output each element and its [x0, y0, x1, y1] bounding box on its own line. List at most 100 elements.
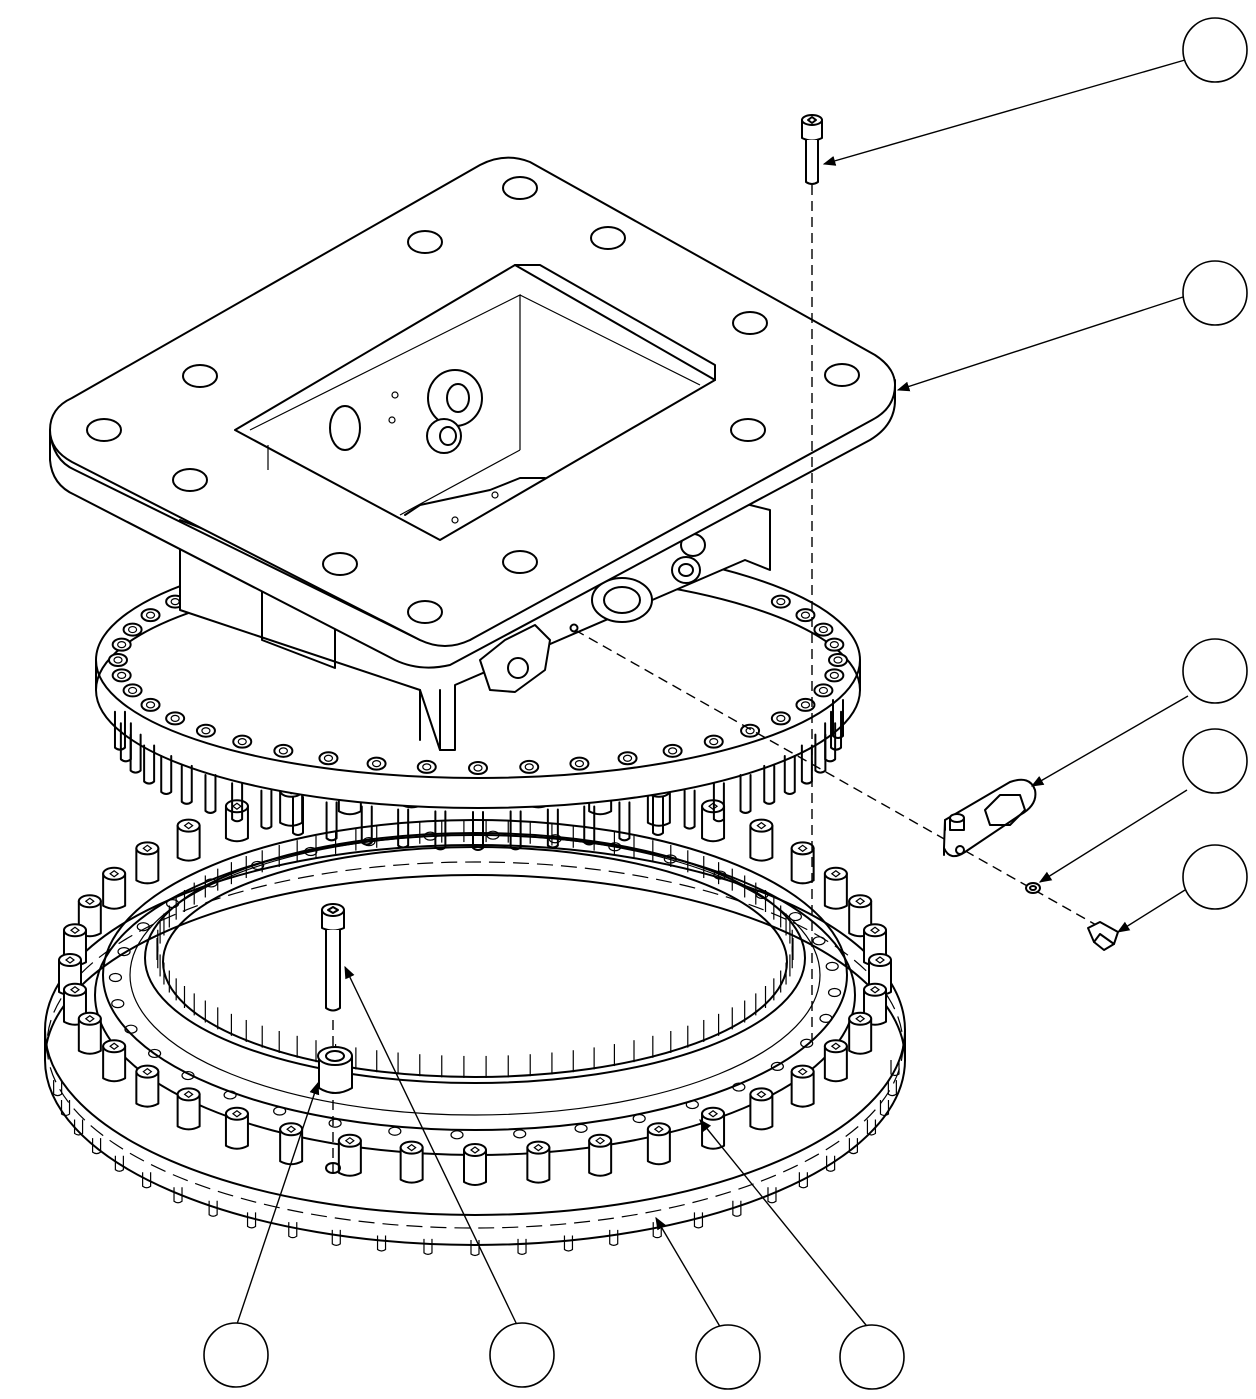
- flange-stud: [397, 808, 410, 849]
- spacer-sleeve: [317, 1046, 353, 1174]
- cap-screw: [102, 866, 127, 910]
- stud: [142, 1172, 152, 1189]
- flange-screw: [519, 759, 540, 774]
- cap-screw: [463, 1143, 487, 1186]
- race-hole: [819, 1013, 833, 1023]
- plate-hole: [407, 230, 443, 254]
- stud: [91, 1138, 102, 1155]
- cover-plate: [943, 778, 1037, 858]
- cap-screw: [848, 1011, 873, 1055]
- flange-screws: [108, 594, 848, 775]
- stud: [470, 1240, 480, 1257]
- stud: [732, 1200, 742, 1217]
- plate-bolt-holes: [86, 176, 860, 624]
- leader-line: [655, 1216, 723, 1331]
- stud: [563, 1235, 574, 1252]
- flange-screw: [813, 622, 834, 637]
- cap-screw: [176, 1087, 201, 1131]
- stud: [767, 1187, 777, 1204]
- leader-line: [1038, 789, 1188, 883]
- stud: [693, 1212, 704, 1229]
- flange-screw: [662, 743, 683, 758]
- race-hole: [812, 936, 826, 946]
- bottom-studs: [53, 1060, 900, 1257]
- plate-hole: [590, 226, 626, 250]
- race-hole: [685, 1099, 699, 1110]
- cap-screw: [279, 1122, 304, 1166]
- flange-screw: [140, 697, 161, 712]
- flange-stud: [472, 811, 484, 851]
- race-hole: [251, 860, 265, 871]
- leader-line: [344, 965, 519, 1328]
- cap-screw: [399, 1140, 424, 1184]
- balloon-1: [1182, 17, 1248, 83]
- flange-stud: [739, 773, 752, 814]
- flange-screw: [468, 761, 488, 775]
- race-hole: [800, 1038, 814, 1048]
- cap-screw: [749, 1087, 774, 1131]
- top-screw: [801, 114, 823, 185]
- flange-stud: [119, 722, 132, 763]
- flange-stud: [180, 764, 193, 805]
- flange-stud: [260, 789, 273, 830]
- stud: [208, 1200, 218, 1217]
- plate-hole: [172, 468, 208, 492]
- flange-stud: [583, 805, 596, 846]
- cap-screw: [337, 1133, 362, 1177]
- stud: [866, 1119, 877, 1136]
- race-hole: [124, 1024, 138, 1034]
- flange-stud: [292, 795, 304, 836]
- flange-stud: [814, 733, 827, 774]
- cap-screw: [102, 1039, 127, 1083]
- race-hole: [450, 1130, 464, 1140]
- stud: [60, 1100, 71, 1117]
- race-hole: [388, 1126, 402, 1136]
- flange-screw: [828, 653, 848, 667]
- stud: [331, 1229, 341, 1246]
- gearbox-housing: [49, 156, 896, 751]
- flange-screw: [770, 594, 791, 609]
- race-hole: [770, 1061, 784, 1071]
- cap-screw: [588, 1133, 613, 1177]
- race-hole: [362, 837, 376, 847]
- plate-hole: [322, 552, 358, 576]
- flange-screw: [795, 608, 816, 623]
- cap-screw: [176, 818, 201, 862]
- stud: [53, 1080, 63, 1097]
- race-hole: [513, 1129, 527, 1139]
- flange-screw: [824, 637, 845, 652]
- race-hole: [328, 1118, 342, 1128]
- cap-screw: [790, 1064, 815, 1108]
- cap-screw: [701, 1106, 726, 1150]
- race-hole: [148, 1048, 162, 1059]
- stud: [848, 1138, 859, 1155]
- cap-screw: [135, 841, 160, 885]
- cap-screw: [646, 1122, 671, 1166]
- flange-stud: [231, 782, 244, 823]
- race-hole: [204, 878, 218, 888]
- flange-stud: [652, 795, 664, 836]
- stud: [173, 1187, 183, 1204]
- race-hole: [273, 1106, 287, 1116]
- flange-screw: [740, 723, 761, 738]
- flange-stud: [763, 764, 776, 805]
- lock-washer: [1025, 882, 1041, 894]
- race-hole: [755, 889, 769, 900]
- cap-screw: [135, 1064, 160, 1108]
- gear-teeth: [156, 820, 794, 1078]
- plate-hole: [407, 600, 443, 624]
- stud: [826, 1155, 836, 1172]
- plate-hole: [730, 418, 766, 442]
- flange-screw: [122, 683, 143, 698]
- flange-stud: [683, 789, 696, 830]
- race-hole: [486, 830, 500, 840]
- leader-line: [699, 1119, 871, 1331]
- flange-stud: [160, 755, 173, 795]
- race-hole: [788, 911, 802, 922]
- stud: [376, 1235, 387, 1252]
- plate-hole: [182, 364, 218, 388]
- flange-screw: [195, 723, 216, 738]
- balloon-6: [203, 1322, 269, 1388]
- flange-screw: [111, 668, 132, 683]
- stud: [890, 1060, 900, 1077]
